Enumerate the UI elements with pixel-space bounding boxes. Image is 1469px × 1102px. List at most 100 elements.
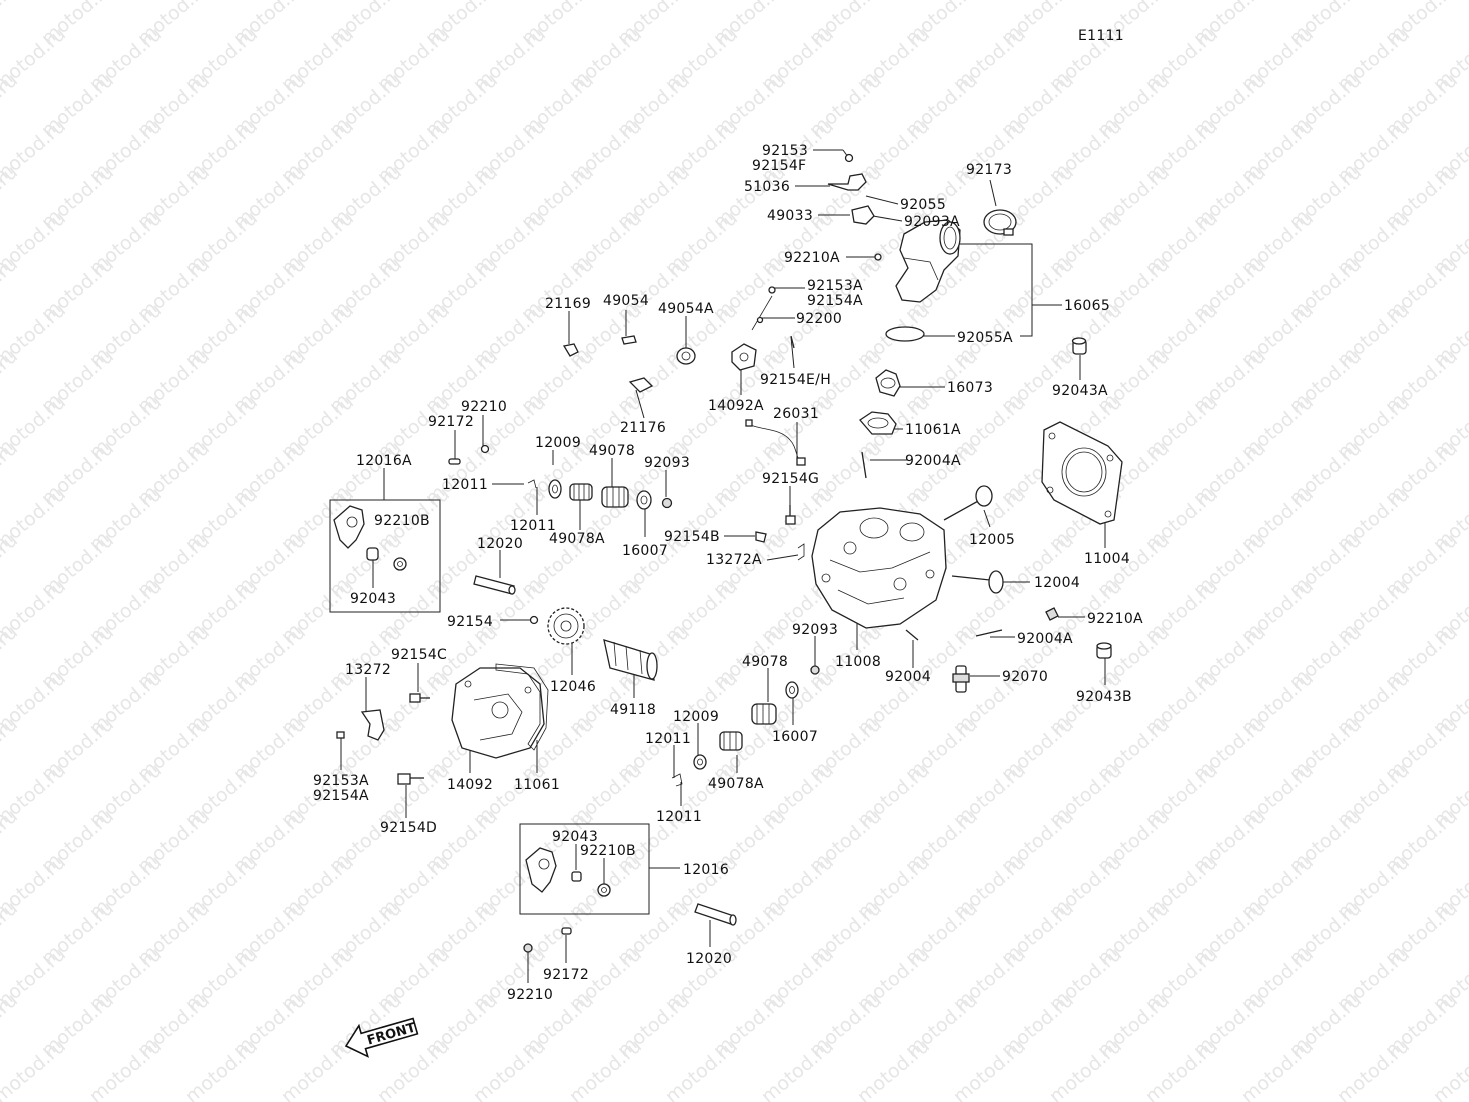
watermark-text: motod.ru (1141, 1035, 1222, 1102)
bolt-92154b (755, 531, 767, 543)
washer-92200 (756, 316, 764, 324)
label-13272: 13272 (345, 662, 391, 678)
stud-92004a-right (975, 629, 1003, 637)
label-11061a: 11061A (905, 422, 961, 438)
valve-12004 (951, 570, 1004, 594)
label-92153a-left: 92153A (313, 773, 369, 789)
label-12020-u: 12020 (477, 536, 523, 552)
label-92200: 92200 (796, 311, 842, 327)
label-92004a-right: 92004A (1017, 631, 1073, 647)
label-49033: 49033 (767, 208, 813, 224)
washer-92093-m (810, 665, 820, 675)
label-92153: 92153 (762, 143, 808, 159)
label-16065: 16065 (1064, 298, 1110, 314)
label-12011-m2: 12011 (656, 809, 702, 825)
label-14092: 14092 (447, 777, 493, 793)
bearing-49054a (676, 347, 696, 365)
spring-49078-m (751, 703, 777, 725)
shaft-12020-u (473, 575, 516, 595)
label-92070: 92070 (1002, 669, 1048, 685)
label-12011-u2: 12011 (510, 518, 556, 534)
label-92173: 92173 (966, 162, 1012, 178)
stud-92004 (905, 629, 919, 641)
label-92210a-top: 92210A (784, 250, 840, 266)
kit-box-12016 (519, 823, 650, 915)
valve-12005 (943, 485, 993, 521)
retainer-12009-u (548, 479, 562, 499)
watermark-text: motod.ru (853, 1035, 934, 1102)
label-92004: 92004 (885, 669, 931, 685)
watermark-text: motod.ru (949, 1035, 1030, 1102)
cylinder-head-11008 (811, 507, 947, 629)
label-92154eh: 92154E/H (760, 372, 831, 388)
label-92154f: 92154F (752, 158, 806, 174)
label-92093-u: 92093 (644, 455, 690, 471)
label-11008: 11008 (835, 654, 881, 670)
label-92093-m: 92093 (792, 622, 838, 638)
label-49078-m: 49078 (742, 654, 788, 670)
label-92043-b: 92043 (552, 829, 598, 845)
label-49078a-m: 49078A (708, 776, 764, 792)
spring-49078a-m (719, 731, 743, 751)
spring-49078a-u (569, 483, 593, 501)
label-49078-u: 49078 (589, 443, 635, 459)
collar-92043a (1071, 337, 1087, 355)
label-16007-u: 16007 (622, 543, 668, 559)
nut-92210a-right (1045, 607, 1059, 621)
pin-49054 (621, 335, 637, 345)
pin-92172-b (561, 927, 572, 935)
watermark-text: motod.ru (469, 1035, 550, 1102)
fitting-49033 (851, 205, 875, 225)
label-12004: 12004 (1034, 575, 1080, 591)
label-92154c: 92154C (391, 647, 447, 663)
label-92055: 92055 (900, 197, 946, 213)
fitting-21176 (628, 377, 654, 393)
label-92210-left: 92210 (461, 399, 507, 415)
watermark-text: motod.ru (661, 1035, 742, 1102)
clip-12011-m (671, 773, 683, 787)
diagram-code: E1111 (1078, 28, 1124, 44)
washer-92093-u (661, 497, 673, 509)
clip-21169 (562, 343, 579, 357)
label-92172-b: 92172 (543, 967, 589, 983)
watermark-text: motod.ru (1045, 1035, 1126, 1102)
bolt-92154d (397, 773, 424, 785)
spark-plug-92070 (952, 665, 970, 693)
label-92154a-left: 92154A (313, 788, 369, 804)
bolt-92154 (529, 615, 539, 625)
sensor-51036 (827, 173, 867, 191)
pin-92172-left (448, 458, 461, 465)
clamp-92173 (983, 209, 1017, 236)
gasket-16073 (875, 369, 901, 397)
label-21176: 21176 (620, 420, 666, 436)
watermark-text: motod.ru (373, 1035, 454, 1102)
watermark-text: motod.ru (1429, 1035, 1469, 1102)
label-49118: 49118 (610, 702, 656, 718)
label-12009-m: 12009 (673, 709, 719, 725)
label-12016: 12016 (683, 862, 729, 878)
label-92153a-top: 92153A (807, 278, 863, 294)
label-13272a: 13272A (706, 552, 762, 568)
label-16007-m: 16007 (772, 729, 818, 745)
watermark-text: motod.ru (0, 1035, 70, 1102)
label-92154d: 92154D (380, 820, 437, 836)
label-51036: 51036 (744, 179, 790, 195)
bolt-92153 (844, 153, 854, 163)
gasket-11004 (1041, 421, 1123, 525)
label-14092a: 14092A (708, 398, 764, 414)
label-11061: 11061 (514, 777, 560, 793)
seal-16007-u (636, 490, 652, 510)
label-92043-left: 92043 (350, 591, 396, 607)
label-12011-u1: 12011 (442, 477, 488, 493)
watermark-text: motod.ru (757, 1035, 838, 1102)
label-92210b-left: 92210B (374, 513, 430, 529)
label-11004: 11004 (1084, 551, 1130, 567)
o-ring-92055a (885, 326, 925, 342)
label-92004a-u: 92004A (905, 453, 961, 469)
head-cover-14092 (451, 667, 545, 759)
gasket-11061 (495, 663, 549, 751)
label-21169: 21169 (545, 296, 591, 312)
label-12020-b: 12020 (686, 951, 732, 967)
watermark-text: motod.ru (0, 0, 22, 50)
